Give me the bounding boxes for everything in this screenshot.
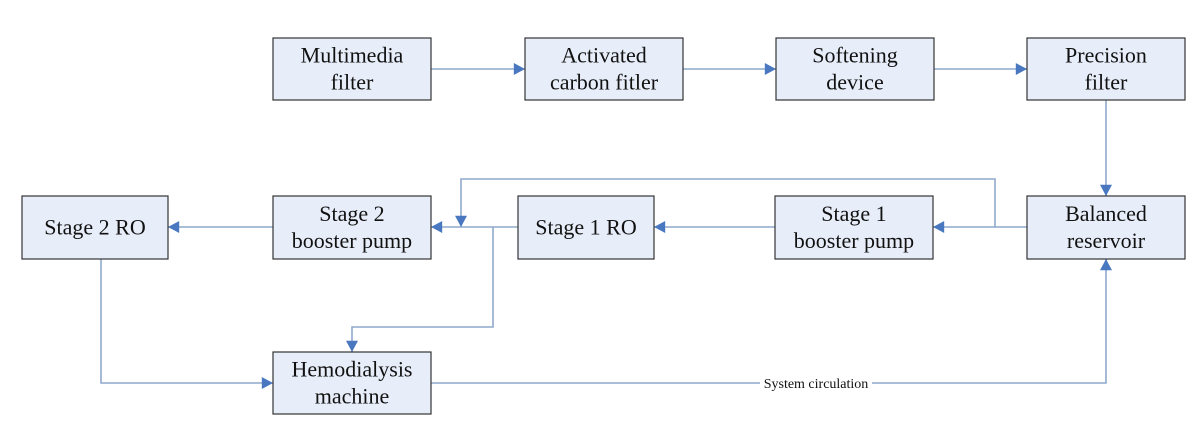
arrowhead-icon [513, 63, 525, 75]
connector-line [431, 259, 1107, 384]
node-label: Balanced [1065, 201, 1147, 226]
arrowhead-icon [455, 215, 467, 227]
arrowhead-icon [1100, 259, 1112, 271]
node-box [272, 37, 432, 101]
edge-stage1-ro-to-hemodialysis-machine [346, 227, 494, 352]
node-box [774, 195, 934, 260]
node-stage1-ro: Stage 1 RO [517, 195, 655, 260]
node-box [1026, 37, 1186, 101]
node-box [21, 195, 169, 260]
edge-stage1-booster-pump-to-stage1-ro [654, 221, 775, 233]
edge-hemodialysis-machine-to-balanced-reservoir: System circulation [431, 259, 1112, 392]
node-label: filter [331, 70, 374, 95]
arrowhead-icon [1015, 63, 1027, 75]
edge-stage2-booster-pump-to-stage2-ro [168, 221, 273, 233]
edge-balanced-reservoir-to-stage2-booster-pump [455, 178, 996, 227]
node-label: Softening [812, 43, 898, 68]
node-label: Stage 2 RO [44, 215, 145, 240]
edge-balanced-reservoir-to-stage1-booster-pump [933, 221, 1027, 233]
node-label: Precision [1065, 43, 1147, 68]
edge-precision-filter-to-balanced-reservoir [1100, 100, 1112, 196]
node-label: Stage 1 [821, 201, 886, 226]
node-box [524, 37, 684, 101]
edge-activated-carbon-filter-to-softening-device [683, 63, 776, 75]
node-box [775, 37, 935, 101]
arrowhead-icon [1100, 184, 1112, 196]
node-label: carbon fitler [550, 70, 659, 95]
arrowhead-icon [168, 221, 180, 233]
node-label: Stage 1 RO [535, 215, 636, 240]
edge-softening-device-to-precision-filter [934, 63, 1027, 75]
connector-line [460, 178, 996, 227]
node-label: Stage 2 [319, 201, 384, 226]
node-label: filter [1085, 70, 1128, 95]
arrowhead-icon [933, 221, 945, 233]
node-stage2-ro: Stage 2 RO [21, 195, 169, 260]
node-label: reservoir [1067, 228, 1146, 253]
node-label: Multimedia [301, 43, 404, 68]
node-label: Hemodialysis [292, 357, 413, 382]
node-box [1026, 195, 1186, 260]
arrowhead-icon [764, 63, 776, 75]
arrowhead-icon [654, 221, 666, 233]
connector-line [100, 259, 273, 384]
arrowhead-icon [261, 377, 273, 389]
edges-layer: System circulation [100, 63, 1112, 392]
edge-label-bg [760, 373, 872, 391]
edge-stage1-ro-to-stage2-booster-pump [431, 221, 518, 233]
node-label: booster pump [292, 228, 412, 253]
node-label: machine [315, 384, 390, 409]
node-box [272, 351, 432, 415]
node-box [517, 195, 655, 260]
connector-line [351, 227, 494, 352]
node-box [272, 195, 432, 260]
edge-stage2-ro-to-hemodialysis-machine [100, 259, 273, 389]
node-label: booster pump [794, 228, 914, 253]
arrowhead-icon [431, 221, 443, 233]
arrowhead-icon [346, 340, 358, 352]
node-label: device [826, 70, 883, 95]
node-label: Activated [561, 43, 647, 68]
edge-multimedia-filter-to-activated-carbon-filter [431, 63, 525, 75]
edge-label: System circulation [764, 377, 869, 392]
